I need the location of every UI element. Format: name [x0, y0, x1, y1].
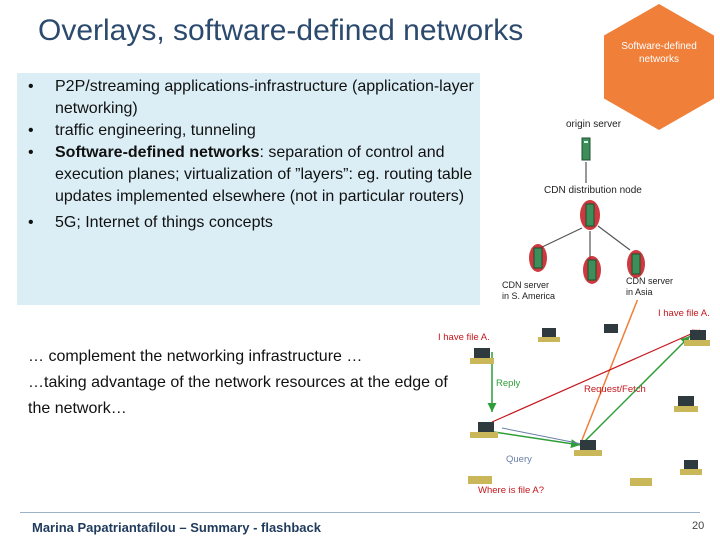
cdn-server-sa-icon: [529, 244, 547, 272]
footer-divider: [20, 512, 700, 513]
peer-icon: [468, 476, 492, 484]
origin-server-icon: [581, 137, 591, 161]
bullet-item: traffic engineering, tunneling: [22, 120, 482, 142]
section-badge: Software-defined networks: [604, 4, 714, 130]
query-label: Query: [506, 454, 532, 465]
bullet-item: P2P/streaming applications-infrastructur…: [22, 76, 482, 120]
reply-label: Reply: [496, 378, 521, 389]
section-badge-label: Software-defined networks: [621, 41, 697, 65]
have-file-label: I have file A.: [438, 332, 490, 343]
cdn-server-mid-icon: [583, 256, 601, 284]
cdn-link: [597, 225, 631, 251]
peer-icon: [470, 422, 498, 438]
request-label: Request/Fetch: [584, 384, 646, 395]
complement-line: … complement the networking infrastructu…: [28, 348, 363, 365]
distribution-node-label: CDN distribution node: [544, 185, 642, 196]
complement-line: …taking advantage of the network resourc…: [28, 374, 448, 417]
distribution-node-icon: [580, 200, 600, 230]
query-arrow: [583, 335, 691, 443]
bullet-list: P2P/streaming applications-infrastructur…: [22, 76, 482, 234]
origin-server-label: origin server: [566, 119, 622, 130]
bullet-item: Software-defined networks: separation of…: [22, 142, 482, 208]
p2p-diagram: I have file A. I have file A. Reply Requ…: [438, 300, 710, 496]
request-arrow: [491, 329, 701, 423]
peer-icon: [574, 440, 602, 456]
peer-icon: [630, 478, 652, 486]
peer-icon: [680, 460, 702, 475]
page-number: 20: [692, 520, 705, 532]
cdn-server-asia-icon: [627, 250, 645, 278]
where-label: Where is file A?: [478, 485, 544, 496]
cdn-diagram: origin server CDN distribution node CDN …: [502, 119, 673, 301]
peer-icon: [538, 328, 560, 342]
query-link: [501, 427, 593, 447]
have-file-label: I have file A.: [658, 308, 710, 319]
peer-icon: [684, 330, 710, 346]
peer-icon: [674, 396, 698, 412]
peer-icon: [604, 324, 618, 333]
peer-icon: [470, 348, 494, 364]
footer-author: Marina Papatriantafilou – Summary - flas…: [32, 520, 321, 535]
bullet-item: 5G; Internet of things concepts: [22, 212, 482, 234]
complement-text: … complement the networking infrastructu…: [28, 344, 448, 422]
slide-title: Overlays, software-defined networks: [38, 14, 524, 47]
bullet-bold-term: Software-defined networks: [55, 144, 260, 161]
query-arrow: [493, 431, 581, 449]
cdn-link: [539, 227, 583, 249]
badge-pointer-arrow: [581, 300, 639, 441]
